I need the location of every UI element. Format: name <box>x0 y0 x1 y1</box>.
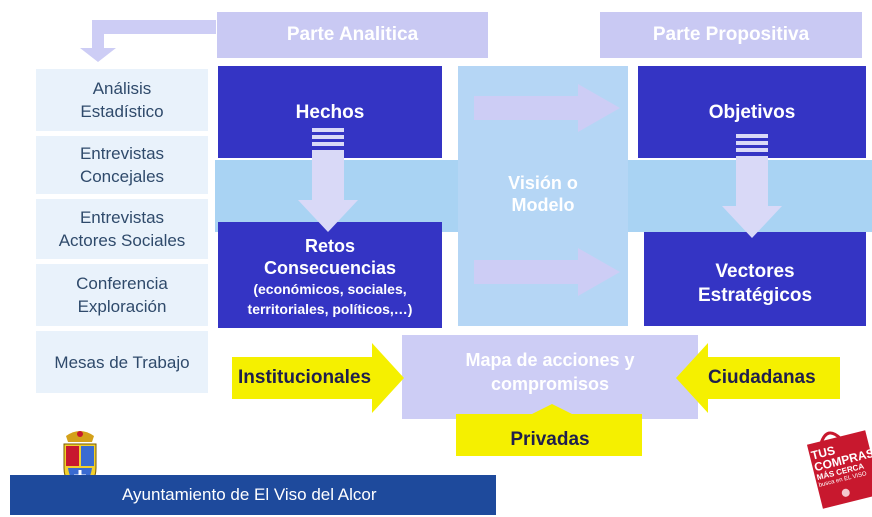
arrow-objetivos-vectores <box>722 134 782 238</box>
step-entrevistas-concejales: Entrevistas Concejales <box>36 136 208 194</box>
arrow-ciudadanas <box>676 343 840 413</box>
mapa-label: Mapa de acciones y compromisos <box>465 350 635 394</box>
vectores-label: Vectores Estratégicos <box>697 261 813 306</box>
header-parte-analitica: Parte Analitica <box>217 12 488 58</box>
shopping-bag-icon <box>806 430 872 509</box>
arrow-right-upper <box>474 84 620 132</box>
footer-ayuntamiento: Ayuntamiento de El Viso del Alcor <box>122 485 377 504</box>
corner-connector <box>80 20 216 62</box>
retos-detail: (económicos, sociales, territoriales, po… <box>247 281 413 317</box>
promo-bag: TUS COMPRAS MÁS CERCA busca en EL VISO <box>806 420 872 514</box>
retos-title: Retos Consecuencias <box>263 236 397 278</box>
step-entrevistas-actores: Entrevistas Actores Sociales <box>36 199 208 259</box>
step-mesas-trabajo: Mesas de Trabajo <box>36 331 208 393</box>
vision-text: Visión o Modelo <box>508 173 578 215</box>
box-retos: Retos Consecuencias (económicos, sociale… <box>218 222 442 328</box>
step-analisis-estadistico: Análisis Estadístico <box>36 69 208 131</box>
hechos-label: Hechos <box>295 102 365 123</box>
step-conferencia: Conferencia Exploración <box>36 264 208 326</box>
footer-bar <box>10 475 496 515</box>
arrow-institucionales <box>232 343 404 413</box>
privadas-label: Privadas <box>510 429 590 450</box>
ciudadanas-label: Ciudadanas <box>708 367 816 388</box>
institucionales-label: Institucionales <box>238 367 372 388</box>
arrow-privadas <box>456 404 642 456</box>
header-parte-propositiva: Parte Propositiva <box>600 12 862 58</box>
corner-connector-arrow <box>80 20 216 62</box>
arrow-right-lower <box>474 248 620 296</box>
arrow-hechos-retos <box>298 128 358 232</box>
box-vectores: Vectores Estratégicos <box>644 232 866 326</box>
objetivos-label: Objetivos <box>708 102 796 123</box>
